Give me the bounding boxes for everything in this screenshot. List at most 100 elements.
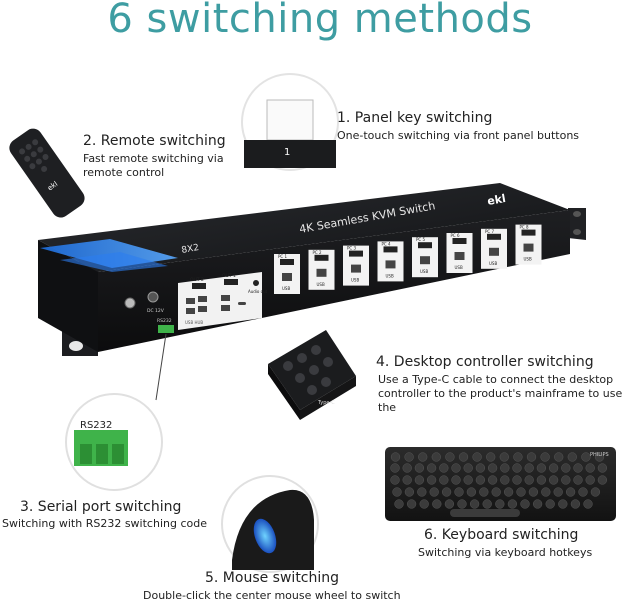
key-cap <box>491 487 501 497</box>
key-cap <box>520 499 530 509</box>
pc-port-label: PC 6 <box>451 233 460 238</box>
usb-port-label: USB <box>317 282 325 287</box>
panel-key-button <box>266 99 314 141</box>
key-cap <box>585 475 595 485</box>
panel-key-number: 1 <box>284 147 291 158</box>
type-c-label: Type-C <box>317 400 335 406</box>
device-model: 8X2 <box>181 243 200 256</box>
pc-port-label: PC 8 <box>520 225 529 230</box>
key-cap <box>495 499 505 509</box>
key-cap <box>567 452 577 462</box>
remote-control: ekl <box>9 128 85 218</box>
key-cap <box>445 452 455 462</box>
key-cap <box>536 475 547 485</box>
pc-port-label: PC 3 <box>347 246 356 251</box>
key-cap <box>439 463 449 473</box>
method-6-title: 6. Keyboard switching <box>424 527 579 543</box>
key-cap <box>554 452 564 462</box>
key-cap <box>429 487 439 497</box>
dc-label: DC 12V <box>147 308 165 314</box>
key-cap <box>451 463 461 473</box>
key-cap <box>524 463 534 473</box>
key-cap <box>426 463 437 473</box>
usb-port-label: USB <box>455 265 463 270</box>
key-cap <box>475 475 486 485</box>
key-cap <box>414 475 425 485</box>
space-bar <box>450 509 520 517</box>
key-cap <box>583 499 593 509</box>
key-cap <box>590 487 601 497</box>
key-cap <box>548 463 559 473</box>
hdmi-out-1 <box>224 279 238 285</box>
panel-key-callout <box>241 73 339 171</box>
kvm-switch-device: 4K Seamless KVM Switch 8X2 ekl DC 12V RS… <box>38 183 586 356</box>
key-cap <box>597 475 608 485</box>
key-cap <box>466 487 477 497</box>
key-cap <box>469 499 480 509</box>
method-4-desc-line-2: controller to the product's mainframe to… <box>378 387 623 414</box>
key-cap <box>418 452 428 462</box>
key-cap <box>500 463 510 473</box>
pc-port-label: PC 7 <box>485 229 494 234</box>
method-1-title: 1. Panel key switching <box>337 110 493 126</box>
rs232-connector-small <box>158 325 174 333</box>
key-cap <box>486 452 496 462</box>
key-cap <box>487 463 498 473</box>
key-cap <box>406 499 417 509</box>
headline: 6 switching methods <box>107 0 533 42</box>
key-cap <box>417 487 427 497</box>
usb-hub-label: USB HUB <box>185 320 203 325</box>
key-cap <box>561 475 571 485</box>
usb-port-label: USB <box>489 261 497 266</box>
key-cap <box>457 499 467 509</box>
key-cap <box>390 475 400 485</box>
pc-port-6: PC 6 USB <box>446 233 473 273</box>
usb-port-label: USB <box>282 286 290 291</box>
mouse-callout <box>221 475 319 573</box>
usb-port-label: USB <box>524 257 532 262</box>
key-cap <box>454 487 464 497</box>
output-section: OUT 2 OUT 1 Audio out USB HUB <box>178 272 268 330</box>
key-cap <box>573 475 583 485</box>
pc-port-8: PC 8 USB <box>515 224 542 265</box>
method-4-desc-line-1: Use a Type-C cable to connect the deskto… <box>378 373 614 386</box>
key-cap <box>432 499 442 509</box>
key-cap <box>532 499 543 509</box>
key-cap <box>463 475 473 485</box>
key-cap <box>426 475 437 485</box>
key-cap <box>482 499 492 509</box>
key-cap <box>431 452 441 462</box>
method-4-desc: Use a Type-C cable to connect the deskto… <box>378 373 640 415</box>
key-cap <box>402 475 412 485</box>
key-cap <box>499 452 509 462</box>
pc-port-label: PC 5 <box>416 237 425 242</box>
key-cap <box>540 452 550 462</box>
method-5-desc: Double-click the center mouse wheel to s… <box>143 589 401 602</box>
key-cap <box>472 452 482 462</box>
key-cap <box>526 452 537 462</box>
usb-port-label: USB <box>420 269 428 274</box>
key-cap <box>394 499 404 509</box>
device-brand: ekl <box>486 192 507 208</box>
key-cap <box>548 475 559 485</box>
key-cap <box>390 463 400 473</box>
key-cap <box>513 452 523 462</box>
key-cap <box>404 452 414 462</box>
key-cap <box>475 463 486 473</box>
key-cap <box>573 463 583 473</box>
key-cap <box>458 452 469 462</box>
key-cap <box>597 463 608 473</box>
pc-port-7: PC 7 USB <box>481 228 507 269</box>
method-2-desc-line-2: remote control <box>83 166 165 179</box>
key-cap <box>553 487 563 497</box>
key-cap <box>390 452 401 462</box>
key-cap <box>503 487 514 497</box>
power-area: DC 12V RS232 <box>124 291 174 333</box>
key-cap <box>439 475 449 485</box>
